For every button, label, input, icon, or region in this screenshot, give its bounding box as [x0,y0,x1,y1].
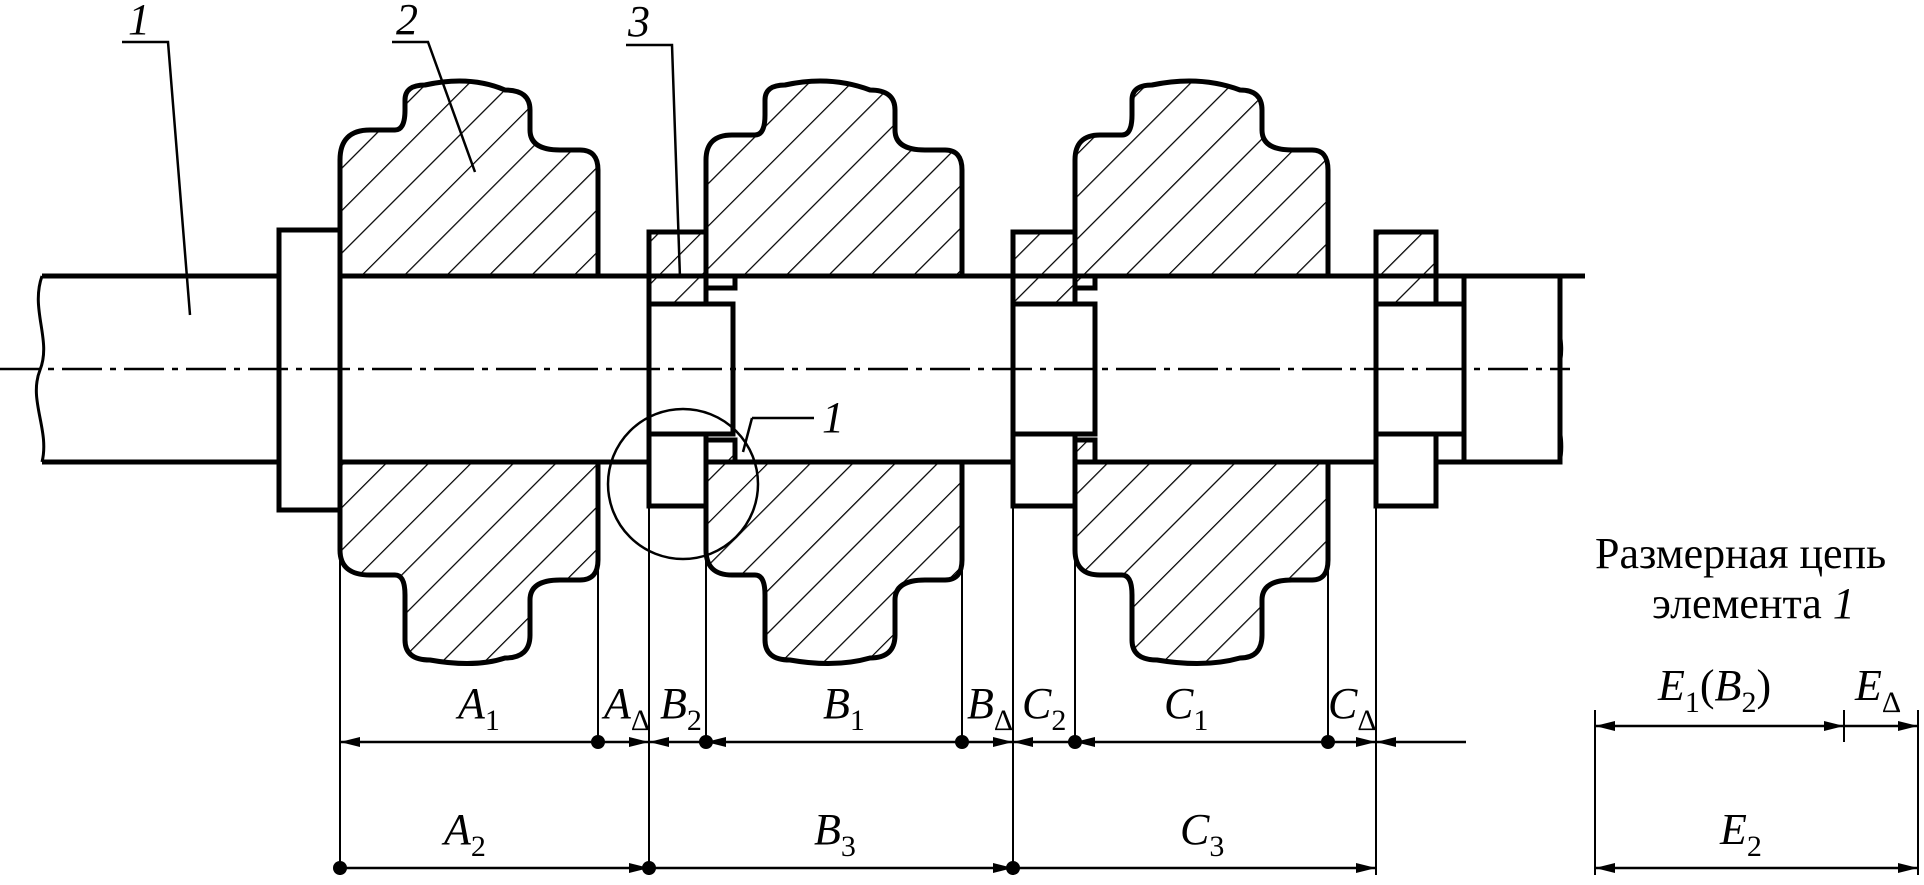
spacer-1 [646,229,736,509]
dimension-row-1 [340,721,1918,747]
dim-label-B2: B2 [660,679,702,737]
callout-detail: 1 [822,393,844,442]
bore-lines [340,273,649,465]
caption-line-2: элемента 1 [1652,579,1855,628]
callout-shaft: 1 [128,0,150,44]
dim-label-E-delta: EΔ [1854,661,1901,719]
dim-label-A1: A1 [455,679,500,737]
dimension-dots-row-2 [333,861,1020,875]
caption-line-1: Размерная цепь [1595,529,1886,578]
dim-label-B1: B1 [823,679,865,737]
dim-label-C-delta: CΔ [1328,679,1377,737]
dim-label-B-delta: BΔ [967,679,1013,737]
dim-label-A-delta: AΔ [601,679,650,737]
extension-lines [339,506,1919,875]
dim-label-C1: C1 [1164,679,1208,737]
leader-lines [122,40,814,453]
dim-label-E1: E1(B2) [1657,661,1771,719]
dim-label-E2: E2 [1719,805,1762,863]
dim-label-C3: C3 [1180,805,1224,863]
dim-label-B3: B3 [814,805,856,863]
gear-C [1072,78,1331,667]
gear-B [703,78,965,667]
callout-gear: 2 [396,0,418,44]
dim-label-A2: A2 [441,805,486,863]
callout-spacer: 3 [627,0,650,46]
dimension-dots-row-1 [591,735,1335,749]
spacer-3 [1373,229,1467,509]
gear-A [337,78,601,667]
detail-circle [606,407,760,561]
dim-label-C2: C2 [1022,679,1066,737]
caption-element-number: 1 [1833,579,1855,628]
